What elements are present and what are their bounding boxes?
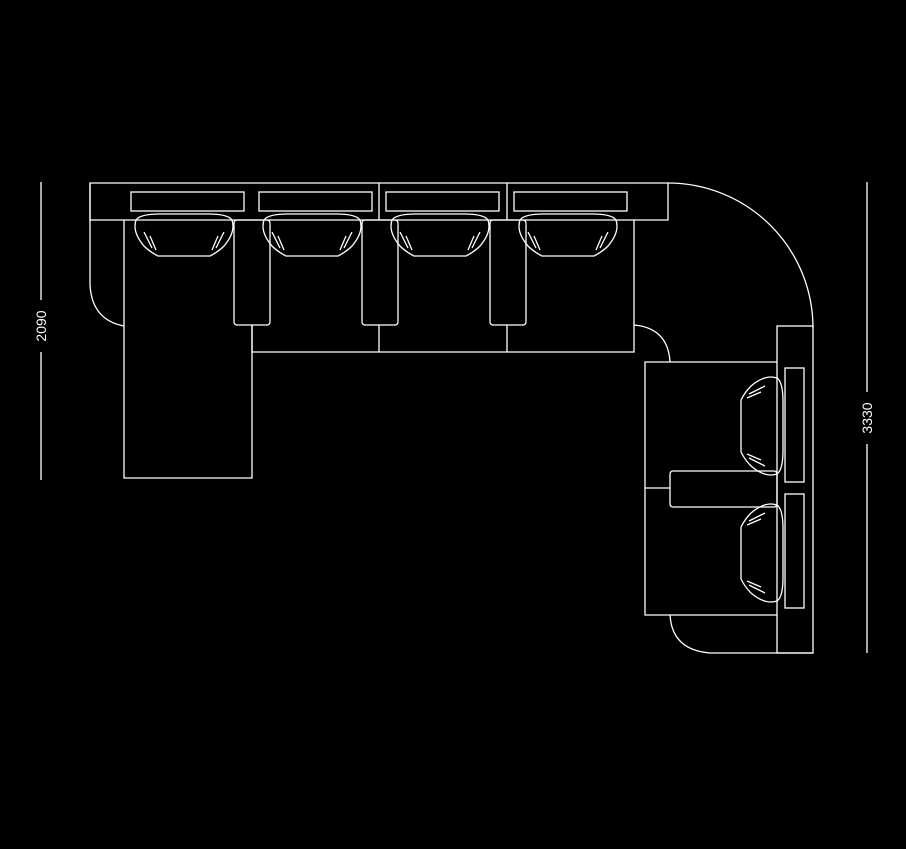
pillow-3: [390, 213, 490, 257]
left-end-curve: [89, 183, 125, 327]
corner-outer-arc: [667, 182, 814, 329]
dimension-label-left: 2090: [33, 310, 49, 341]
pillow-4: [518, 213, 618, 257]
right-backrest: [776, 325, 814, 654]
pillow-5: [740, 376, 784, 476]
right-back-cushion-2: [784, 493, 805, 609]
back-cushion-3: [385, 191, 500, 212]
armrest-1: [233, 219, 271, 326]
right-back-cushion-1: [784, 367, 805, 483]
armrest-3: [489, 219, 527, 326]
top-seats-front: [251, 220, 635, 353]
pillow-1: [134, 213, 234, 257]
chaise-seat: [123, 220, 253, 479]
armrest-2: [361, 219, 399, 326]
bottom-end-curve: [669, 614, 813, 654]
pillow-6: [740, 503, 784, 603]
dimension-label-right: 3330: [859, 402, 875, 433]
back-cushion-1: [130, 191, 245, 212]
pillow-2: [262, 213, 362, 257]
back-cushion-2: [258, 191, 373, 212]
back-cushion-4: [513, 191, 628, 212]
inner-corner-curve: [633, 324, 671, 363]
right-armrest: [669, 470, 778, 508]
